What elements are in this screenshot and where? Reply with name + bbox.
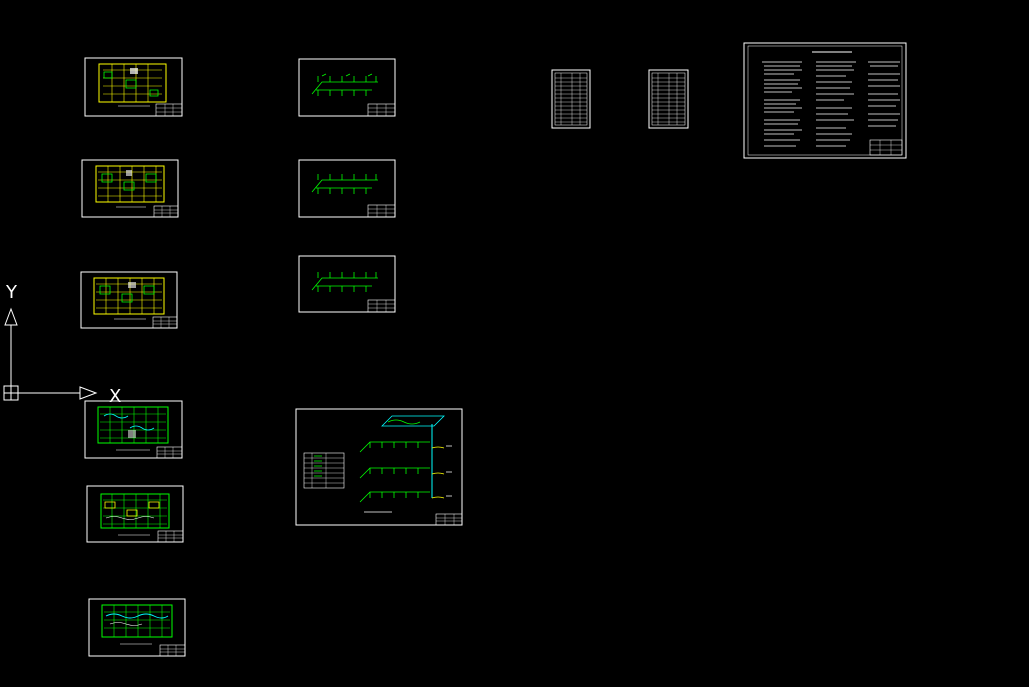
system-diagram-sheet-1[interactable]	[298, 58, 396, 117]
floorplan-sheet-1[interactable]	[84, 57, 183, 117]
riser-diagram-sheet[interactable]	[295, 408, 463, 526]
material-table-sheet-1[interactable]	[551, 69, 591, 129]
ucs-icon: Y X	[3, 282, 121, 407]
floorplan-sheet-3[interactable]	[80, 271, 178, 329]
system-diagram-sheet-2[interactable]	[298, 159, 396, 218]
floorplan-sheet-5[interactable]	[86, 485, 184, 543]
system-diagram-sheet-3[interactable]	[298, 255, 396, 313]
floorplan-sheet-4[interactable]	[84, 400, 183, 459]
floorplan-sheet-2[interactable]	[81, 159, 179, 218]
design-notes-sheet[interactable]	[743, 42, 907, 159]
floorplan-sheet-6[interactable]	[88, 598, 186, 657]
ucs-x-label: X	[109, 386, 121, 407]
ucs-y-label: Y	[5, 282, 18, 303]
material-table-sheet-2[interactable]	[648, 69, 689, 129]
